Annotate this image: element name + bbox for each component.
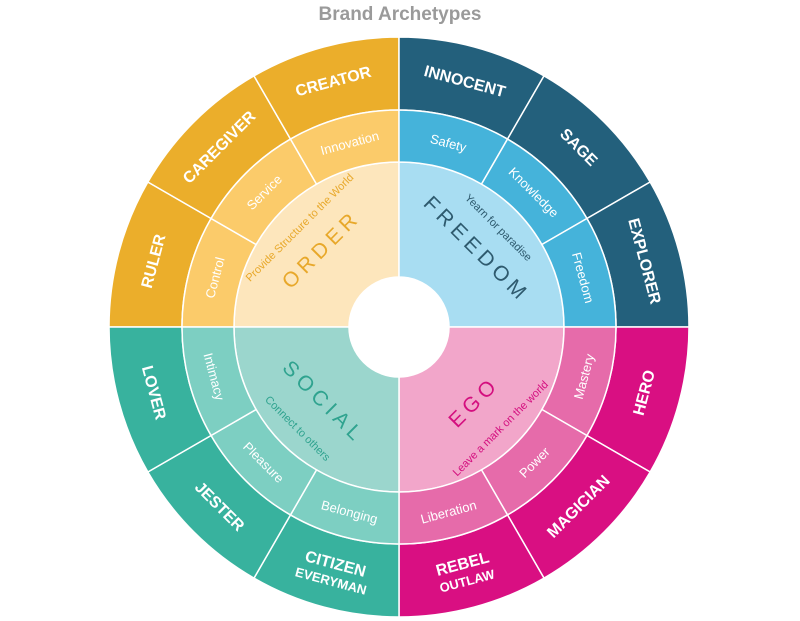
- motivation-intimacy: [181, 326, 258, 437]
- diagram-title: Brand Archetypes: [318, 4, 482, 25]
- center-hole: [349, 277, 449, 377]
